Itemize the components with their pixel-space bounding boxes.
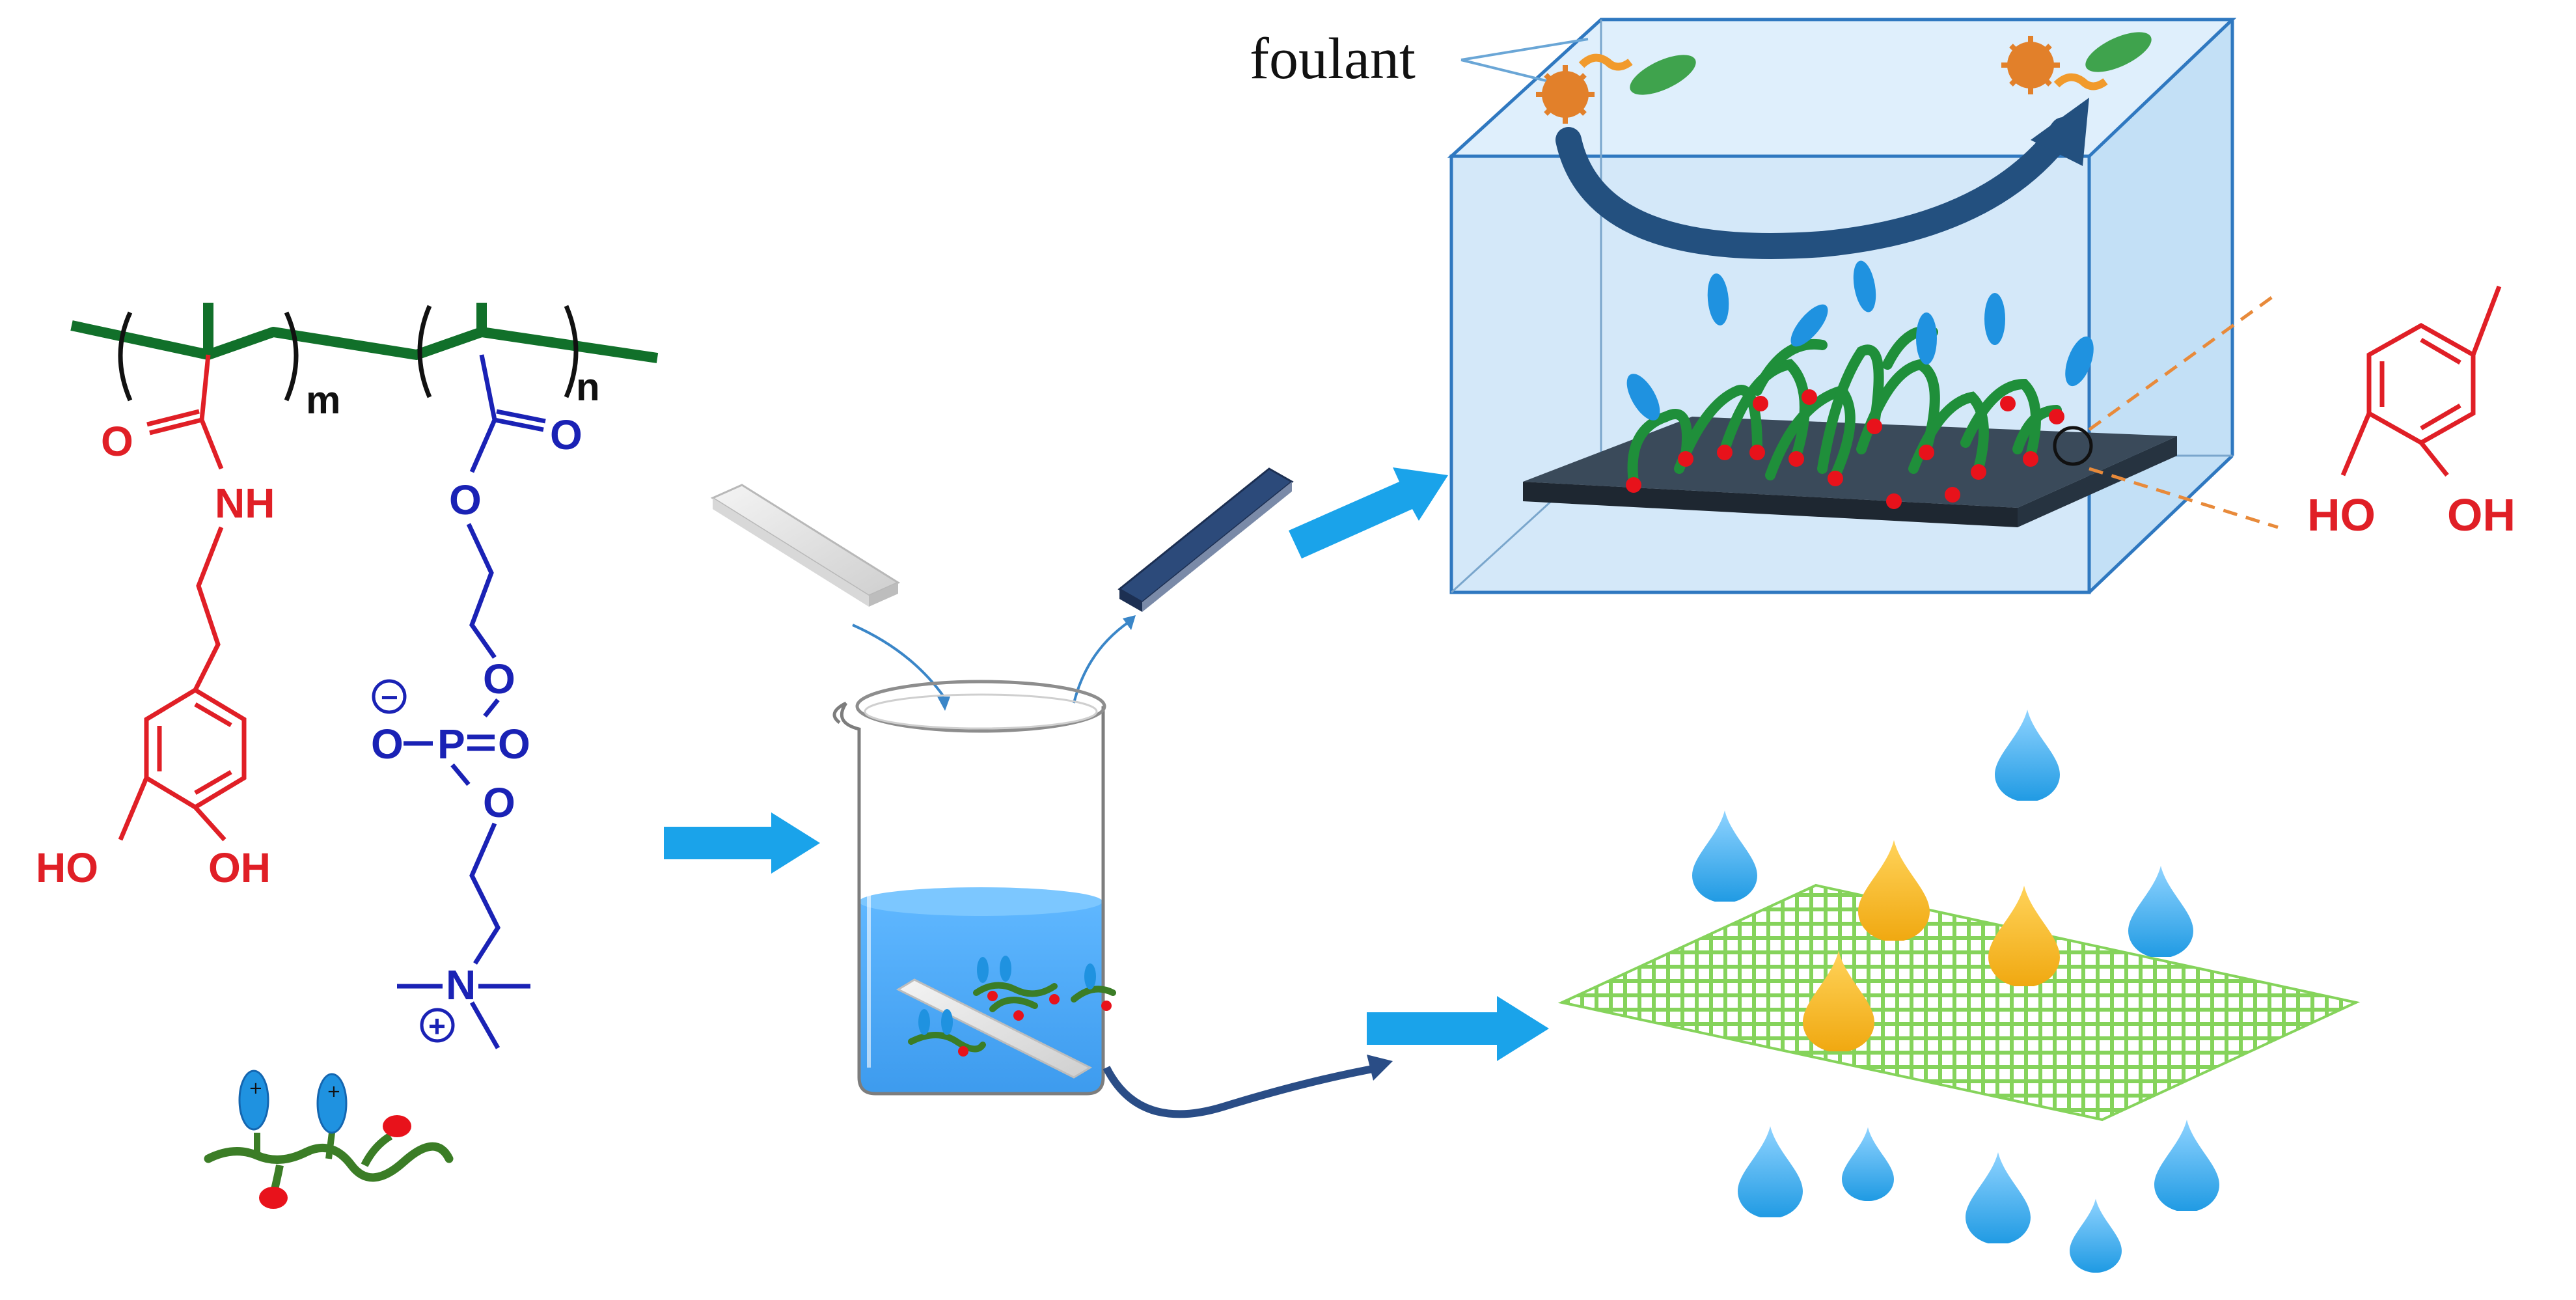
coated-slide-icon <box>1117 467 1294 612</box>
beaker-to-mesh-arrow <box>1103 1064 1381 1118</box>
arrow-to-mesh <box>1367 996 1549 1061</box>
upper-o: O <box>483 656 515 702</box>
copolymer-structure: m n O NH HO OH O O <box>36 303 659 1049</box>
subscript-m: m <box>306 378 340 422</box>
ester-o: O <box>449 477 482 523</box>
lower-o: O <box>483 779 515 826</box>
svg-text:+: + <box>327 1082 341 1101</box>
arrow-to-beaker <box>664 812 820 874</box>
svg-text:+: + <box>249 1079 263 1098</box>
plus-charge: + <box>428 1009 446 1043</box>
nh-label: NH <box>215 480 275 527</box>
catechol-side-chain: O NH HO OH <box>36 354 275 891</box>
phosphorus: P <box>437 721 465 768</box>
phosphorylcholine-side-chain: O O O O P O − O N + <box>371 354 582 1049</box>
antifouling-box-icon <box>1447 18 2237 594</box>
arrow-to-box <box>1289 467 1448 559</box>
blue-carbonyl-o: O <box>550 411 582 458</box>
red-carbonyl-o: O <box>101 418 133 465</box>
glass-slide-icon <box>710 484 901 607</box>
red-ho-label: HO <box>36 844 98 891</box>
phosphate-o-minus: O <box>371 721 404 768</box>
dip-in-arrow <box>852 624 945 698</box>
bacterium-icon <box>1536 32 2152 124</box>
phosphate-double-o: O <box>498 721 530 768</box>
polymer-cartoon-icon: + + <box>204 1070 454 1209</box>
catechol-zoom: HO OH <box>2307 285 2515 540</box>
red-oh-label: OH <box>208 844 271 891</box>
repel-arrow <box>1555 117 2076 259</box>
catechol-oh-label: OH <box>2447 490 2515 540</box>
mesh-icon <box>1557 883 2361 1122</box>
ammonium-n: N <box>446 961 476 1008</box>
polymer-backbone <box>70 320 659 363</box>
minus-charge: − <box>381 680 398 714</box>
subscript-n: n <box>576 365 600 409</box>
zoom-circle <box>2053 426 2093 466</box>
catechol-ho-label: HO <box>2307 490 2376 540</box>
beaker-icon <box>832 680 1116 1096</box>
foulant-label: foulant <box>1250 27 1416 91</box>
